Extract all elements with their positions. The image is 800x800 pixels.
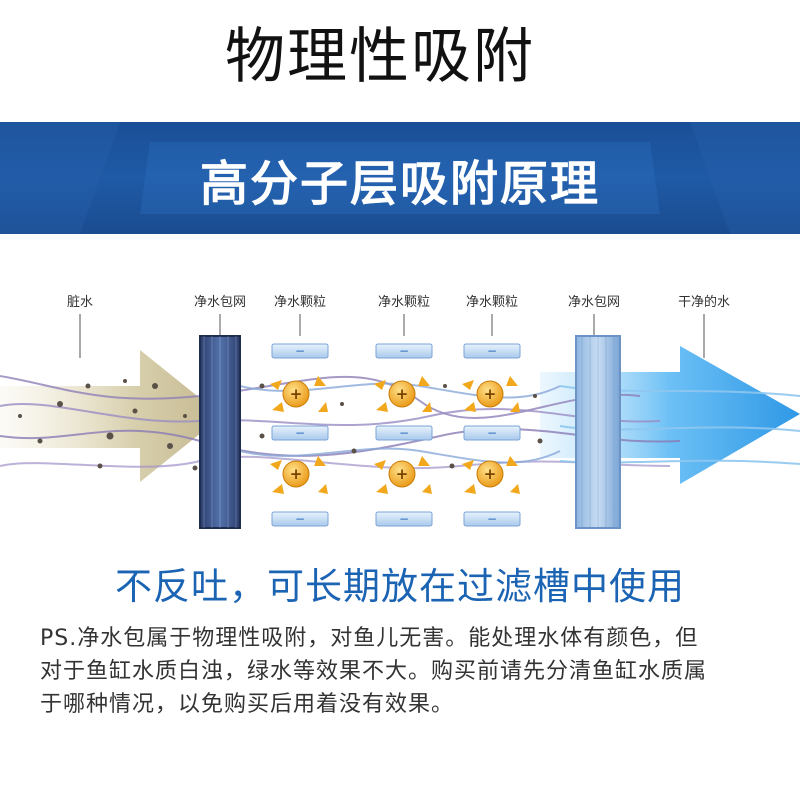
negative-sign: − bbox=[399, 344, 409, 358]
positive-sign: + bbox=[396, 465, 409, 483]
positive-particles: + + + + + + bbox=[282, 380, 504, 488]
page-title: 物理性吸附 bbox=[225, 22, 535, 92]
adsorption-diagram: − − − − − − − − − + + bbox=[0, 236, 800, 556]
slogan: 不反吐，可长期放在过滤槽中使用 bbox=[115, 565, 685, 608]
positive-sign: + bbox=[396, 385, 409, 403]
attraction-arrows bbox=[270, 376, 520, 494]
negative-plate: − bbox=[463, 511, 521, 527]
note-line: 对于鱼缸水质白浊，绿水等效果不大。购买前请先分清鱼缸水质属 bbox=[40, 659, 708, 684]
positive-particle: + bbox=[476, 380, 504, 408]
negative-sign: − bbox=[399, 426, 409, 440]
negative-plate: − bbox=[375, 343, 433, 359]
debris-particles bbox=[18, 379, 543, 471]
negative-plate: − bbox=[271, 425, 329, 441]
negative-sign: − bbox=[487, 426, 497, 440]
label-filter-bag-left: 净水包网 bbox=[193, 295, 247, 310]
positive-particle: + bbox=[388, 380, 416, 408]
positive-particle: + bbox=[388, 460, 416, 488]
negative-plate: − bbox=[463, 425, 521, 441]
negative-plate: − bbox=[375, 425, 433, 441]
diagram-canvas: − − − − − − − − − + + bbox=[0, 314, 800, 529]
label-particles-1: 净水颗粒 bbox=[273, 295, 327, 310]
label-particles-3: 净水颗粒 bbox=[465, 295, 519, 310]
negative-sign: − bbox=[487, 512, 497, 526]
positive-sign: + bbox=[290, 465, 303, 483]
label-filter-bag-right: 净水包网 bbox=[567, 295, 621, 310]
note-paragraph: PS.净水包属于物理性吸附，对鱼儿无害。能处理水体有颜色，但 对于鱼缸水质白浊，… bbox=[40, 622, 780, 721]
negative-sign: − bbox=[295, 344, 305, 358]
filter-bag-right bbox=[575, 335, 621, 529]
negative-sign: − bbox=[295, 426, 305, 440]
note-line: PS.净水包属于物理性吸附，对鱼儿无害。能处理水体有颜色，但 bbox=[40, 626, 699, 651]
negative-sign: − bbox=[399, 512, 409, 526]
negative-plate: − bbox=[375, 511, 433, 527]
positive-particle: + bbox=[282, 460, 310, 488]
note-line: 于哪种情况，以免购买后用着没有效果。 bbox=[40, 692, 455, 717]
positive-sign: + bbox=[484, 465, 497, 483]
negative-sign: − bbox=[487, 344, 497, 358]
filter-bag-left bbox=[199, 335, 241, 529]
negative-plate: − bbox=[463, 343, 521, 359]
label-pointer-lines bbox=[79, 314, 705, 358]
label-dirty-water: 脏水 bbox=[66, 295, 94, 310]
negative-plates: − − − − − − − − − bbox=[271, 343, 521, 527]
label-particles-2: 净水颗粒 bbox=[377, 295, 431, 310]
positive-particle: + bbox=[476, 460, 504, 488]
banner-title: 高分子层吸附原理 bbox=[199, 156, 600, 212]
label-clean-water: 干净的水 bbox=[677, 295, 731, 310]
negative-plate: − bbox=[271, 511, 329, 527]
positive-particle: + bbox=[282, 380, 310, 408]
positive-sign: + bbox=[290, 385, 303, 403]
negative-plate: − bbox=[271, 343, 329, 359]
banner-background bbox=[0, 122, 800, 234]
positive-sign: + bbox=[484, 385, 497, 403]
negative-sign: − bbox=[295, 512, 305, 526]
banner: 高分子层吸附原理 bbox=[0, 122, 800, 234]
